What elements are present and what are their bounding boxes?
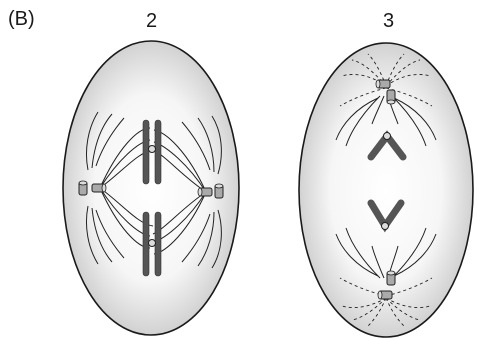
chromosome <box>143 212 149 276</box>
centromere <box>382 223 389 230</box>
cell-3-anaphase <box>299 43 473 337</box>
chromosome <box>155 120 161 184</box>
centromere <box>149 146 156 153</box>
centromere <box>149 240 156 247</box>
chromosome <box>143 120 149 184</box>
cell-2-metaphase <box>63 41 239 335</box>
cell-2-membrane <box>63 41 239 335</box>
chromosome <box>155 212 161 276</box>
centromere <box>384 133 391 140</box>
